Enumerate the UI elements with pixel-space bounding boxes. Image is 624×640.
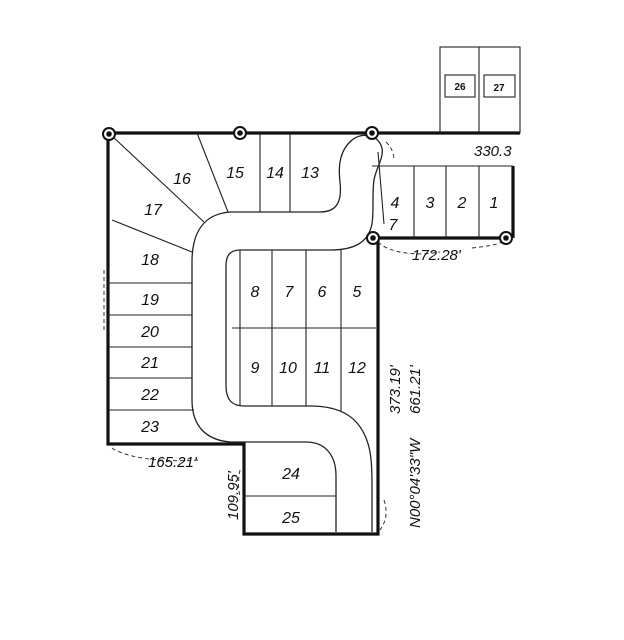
road [191, 134, 383, 532]
lot-6-label: 6 [318, 284, 327, 301]
lot-10-label: 10 [279, 360, 297, 377]
dim-arc [377, 241, 441, 255]
lot-labels: 1 2 3 4 7 5 6 7 8 9 10 11 12 13 14 15 16… [140, 82, 505, 527]
lot-26-box [444, 74, 476, 98]
lot-27-box [483, 74, 516, 98]
road-inner-edge [191, 211, 337, 532]
survey-monuments [102, 126, 513, 245]
lot-12-label: 12 [348, 360, 366, 377]
dim-lot24-west: 109.95' [225, 470, 242, 520]
lot-3-label: 3 [426, 195, 435, 212]
lot-1-label: 1 [490, 195, 499, 212]
dim-east-total: 661.21' [407, 364, 424, 414]
lot-22-label: 22 [140, 387, 159, 404]
boundary-main [106, 131, 520, 536]
dimension-leaders [103, 141, 507, 531]
lots-26-27-block [439, 46, 521, 134]
dim-arc [111, 447, 201, 462]
lot-25-label: 25 [281, 510, 300, 527]
lot-23-label: 23 [140, 419, 159, 436]
lot-13-label: 13 [301, 165, 319, 182]
lot-26-label: 26 [454, 82, 466, 93]
lot-line [196, 132, 229, 213]
lot-lines [108, 132, 513, 497]
dim-arc [238, 469, 241, 497]
lot-line [377, 151, 385, 225]
lot-21-label: 21 [140, 355, 159, 372]
lot-5-label: 5 [353, 284, 362, 301]
monument-marker [365, 126, 379, 140]
dim-arc [379, 499, 387, 531]
lot-16-label: 16 [173, 171, 191, 188]
lot-17-label: 17 [144, 202, 163, 219]
dim-lots-1-4-south: 172.28' [412, 247, 462, 264]
lot-19-label: 19 [141, 292, 159, 309]
dim-arc [471, 239, 507, 249]
lot-7-label: 7 [285, 284, 295, 301]
dim-south-west: 165.21' [148, 454, 198, 471]
lot-line [111, 135, 205, 223]
dim-north-line: 330.3 [474, 143, 512, 160]
lot-20-label: 20 [140, 324, 159, 341]
lot-4-extra-mark: 7 [389, 217, 399, 234]
lot-18-label: 18 [141, 252, 159, 269]
lot-11-label: 11 [314, 360, 331, 377]
dim-arc [385, 141, 395, 161]
dimension-labels: 330.3 172.28' 165.21' 109.95' 373.19' N0… [148, 143, 512, 528]
lot-line [111, 219, 193, 253]
lot-2-label: 2 [457, 195, 467, 212]
lot-15-label: 15 [226, 165, 244, 182]
road-outer-edge [225, 134, 383, 532]
dim-east-bearing: N00°04'33"W [407, 437, 424, 528]
lot-14-label: 14 [266, 165, 284, 182]
block-outline [439, 46, 521, 134]
lot-8-label: 8 [251, 284, 260, 301]
monument-marker [499, 231, 513, 245]
subdivision-boundary [106, 131, 520, 536]
lot-9-label: 9 [251, 360, 260, 377]
dim-east-inner: 373.19' [387, 364, 404, 414]
monument-marker [233, 126, 247, 140]
lot-4-label: 4 [391, 195, 400, 212]
lot-24-label: 24 [281, 466, 300, 483]
monument-marker [366, 231, 380, 245]
monument-marker [102, 127, 116, 141]
lot-27-label: 27 [493, 83, 505, 94]
